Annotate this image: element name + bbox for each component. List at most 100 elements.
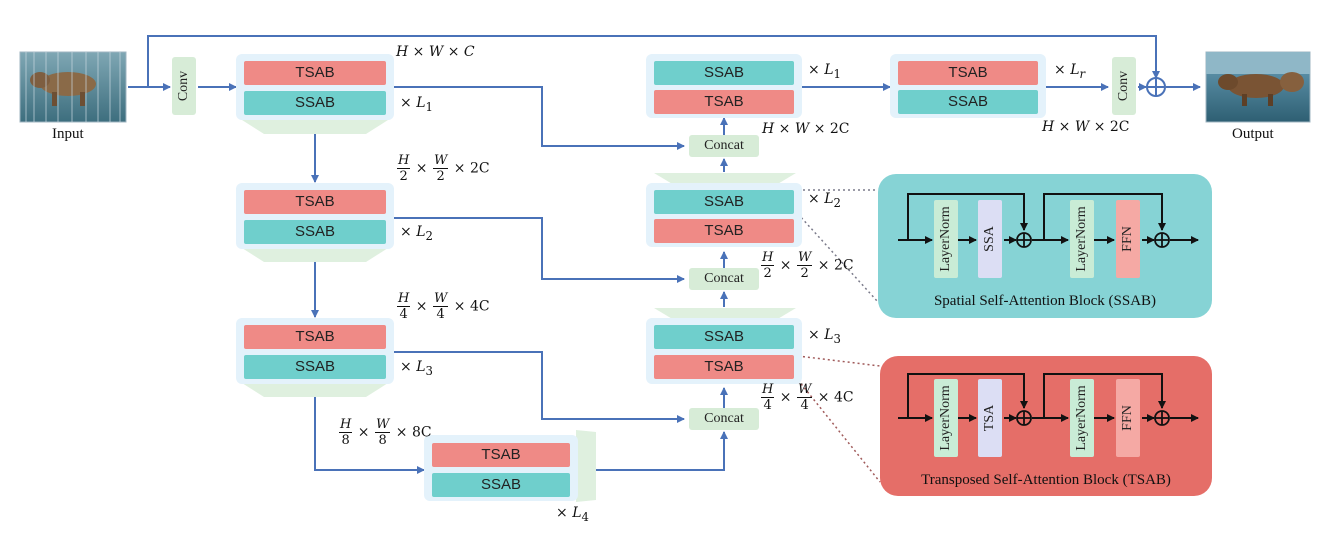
ffn-label: FFN [1120,226,1135,252]
arrow-global-skip [147,35,1160,87]
ffn-block: FFN [1116,200,1140,278]
dim-dec1: H × W × 2C [762,121,850,137]
tsab-block: TSAB [898,61,1038,85]
dim-divisor: 2 [399,169,408,184]
dim-channels: 2C [1109,119,1130,135]
dim-divisor: 4 [399,307,408,322]
dim-divisor: 2 [436,169,445,184]
layernorm-label: LayerNorm [1074,385,1089,451]
ssab-block: SSAB [654,190,794,214]
sum-node [1146,77,1166,97]
multiplier-subscript: 3 [425,363,433,378]
downsample-trapezoid-3 [242,383,388,397]
output-label: Output [1232,126,1274,142]
layernorm-label: LayerNorm [938,206,953,272]
ssab-block: SSAB [654,325,794,349]
upsample-trapezoid-3 [576,430,596,502]
concat-node-1: Concat [689,135,759,157]
multiplier-subscript: 4 [581,509,589,524]
concat-node-3: Concat [689,408,759,430]
dim-divisor: 4 [800,398,809,413]
ssab-block: SSAB [244,91,386,115]
conv-block-output: Conv [1112,57,1136,115]
dim-divisor: 8 [378,433,387,448]
ssab-panel-diagram [898,193,1199,248]
arrow-enc2-concat2 [390,217,685,283]
ssab-block: SSAB [244,355,386,379]
tsa-label: TSA [982,404,997,432]
ssab-block: SSAB [432,473,570,497]
multiplier-subscript: 3 [833,331,841,346]
tsab-panel-diagram [898,373,1199,426]
multiplier-enc1: × L1 [400,95,433,114]
dim-divisor: 4 [763,398,772,413]
concat-node-2: Concat [689,268,759,290]
dim-enc1: H × W × C [396,44,475,60]
arrow-enc3-concat3 [390,351,685,423]
dim-channels: 2C [834,257,854,274]
dim-divisor: 8 [341,433,350,448]
ssa-label: SSA [982,226,997,252]
tsa-block: TSA [978,379,1002,457]
upsample-trapezoid-2 [654,308,796,320]
arrow-bottleneck-concat3 [596,431,728,471]
multiplier-enc2: × L2 [400,224,433,243]
ssab-block: SSAB [244,220,386,244]
dim-divisor: 2 [763,266,772,281]
upsample-trapezoid-1 [654,173,796,185]
ffn-label: FFN [1120,405,1135,431]
downsample-trapezoid-1 [242,120,388,134]
multiplier-subscript: r [1079,66,1086,81]
ssab-block: SSAB [898,90,1038,114]
downsample-trapezoid-2 [242,248,388,262]
tsab-detail-panel: LayerNorm TSA LayerNorm FFN Transposed S… [880,356,1212,496]
tsab-panel-title: Transposed Self-Attention Block (TSAB) [921,472,1171,488]
tsab-block: TSAB [244,61,386,85]
tsab-block: TSAB [654,90,794,114]
multiplier-enc3: × L3 [400,359,433,378]
multiplier-subscript: 2 [425,228,433,243]
layernorm-block: LayerNorm [934,200,958,278]
multiplier-dec3: × L3 [808,327,841,346]
dim-channels: 4C [470,298,490,315]
conv-label: Conv [176,70,191,102]
multiplier-refine: × Lr [1054,62,1086,81]
layernorm-block: LayerNorm [1070,200,1094,278]
tsab-block: TSAB [244,190,386,214]
ffn-block: FFN [1116,379,1140,457]
multiplier-subscript: 1 [425,99,433,114]
multiplier-dec1: × L1 [808,62,841,81]
ssab-block: SSAB [654,61,794,85]
multiplier-bottleneck: × L4 [556,505,589,524]
dim-divisor: 2 [800,266,809,281]
layernorm-label: LayerNorm [938,385,953,451]
leader-tsab-top [797,355,881,367]
tsab-block: TSAB [654,355,794,379]
tsab-block: TSAB [244,325,386,349]
dim-channels: 2C [470,160,490,177]
tsab-block: TSAB [654,219,794,243]
layernorm-block: LayerNorm [1070,379,1094,457]
arrow-enc1-concat1 [390,86,685,150]
layernorm-label: LayerNorm [1074,206,1089,272]
conv-block-input: Conv [172,57,196,115]
layernorm-block: LayerNorm [934,379,958,457]
dim-channels: 8C [412,424,432,441]
ssab-detail-panel: LayerNorm SSA LayerNorm FFN Spatial Self… [878,174,1212,318]
multiplier-subscript: 1 [833,66,841,81]
input-image [19,51,127,123]
tsab-block: TSAB [432,443,570,467]
dim-divisor: 4 [436,307,445,322]
dim-output: H × W × 2C [1042,119,1130,135]
conv-label: Conv [1116,70,1131,102]
dim-channels: C [463,44,475,60]
ssab-panel-title: Spatial Self-Attention Block (SSAB) [933,293,1157,309]
dim-channels: 2C [829,121,850,137]
multiplier-subscript: 2 [833,195,841,210]
